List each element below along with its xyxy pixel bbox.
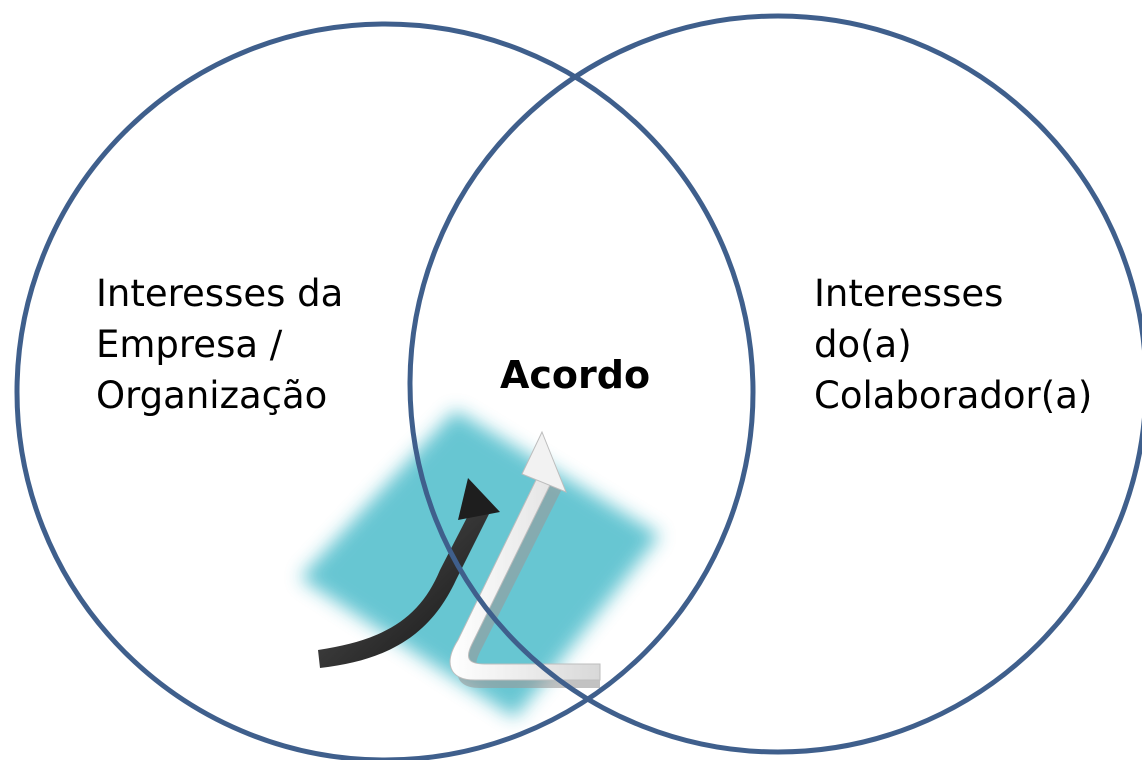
rising-arrows-icon [300,410,660,718]
left-circle [14,21,756,760]
left-set-line-1: Interesses da [96,272,344,315]
arrow-panel [300,410,660,718]
intersection-label: Acordo [500,353,651,397]
right-set-label: Interesses do(a) Colaborador(a) [814,268,1092,421]
light-arrow-head [521,430,567,493]
right-set-line-3: Colaborador(a) [814,374,1093,417]
right-circle [407,13,1142,755]
right-set-line-2: do(a) [814,323,912,366]
left-set-label: Interesses da Empresa / Organização [96,268,343,421]
left-set-line-2: Empresa / [96,323,283,366]
dark-arrow-head [458,478,500,520]
right-set-line-1: Interesses [814,272,1004,315]
left-set-line-3: Organização [96,374,328,417]
